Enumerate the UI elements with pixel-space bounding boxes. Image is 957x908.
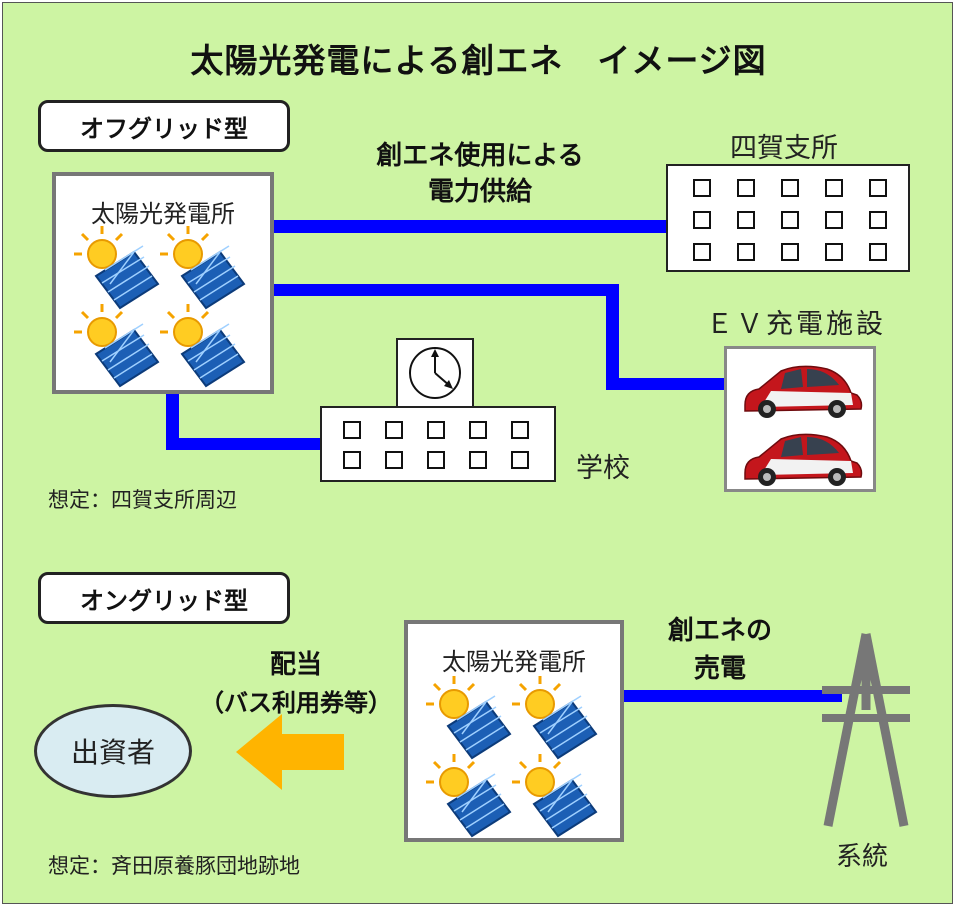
offgrid-tag: オフグリッド型 bbox=[38, 100, 290, 152]
school-windows bbox=[343, 421, 529, 469]
supply-label-line2: 電力供給 bbox=[427, 177, 532, 207]
ongrid-solar-panels-icon bbox=[424, 674, 598, 838]
clock-icon bbox=[409, 347, 461, 399]
ongrid-solar-plant: 太陽光発電所 bbox=[404, 620, 624, 842]
page-title: 太陽光発電による創エネ イメージ図 bbox=[190, 41, 767, 80]
ev-car-icons bbox=[744, 365, 863, 487]
wire-to-school-h bbox=[166, 438, 324, 450]
ongrid-tag: オングリッド型 bbox=[38, 572, 290, 624]
grid-label: 系統 bbox=[836, 842, 889, 872]
investor-label: 出資者 bbox=[70, 736, 155, 769]
dividend-arrow-icon bbox=[236, 714, 344, 790]
wire-to-grid bbox=[620, 690, 842, 702]
school-clock bbox=[396, 338, 474, 408]
wire-to-school-v bbox=[166, 384, 179, 450]
branch-windows bbox=[693, 179, 887, 261]
sell-label: 創エネの 売電 bbox=[650, 612, 790, 688]
wire-to-branch bbox=[268, 220, 670, 233]
offgrid-solar-plant: 太陽光発電所 bbox=[52, 172, 274, 394]
offgrid-plant-label: 太陽光発電所 bbox=[91, 200, 235, 228]
sell-line2: 売電 bbox=[693, 654, 746, 684]
school-label: 学校 bbox=[576, 453, 630, 484]
branch-office-building bbox=[666, 164, 910, 272]
ev-charging-facility bbox=[724, 346, 876, 492]
branch-label: 四賀支所 bbox=[730, 133, 838, 164]
investor-ellipse: 出資者 bbox=[34, 704, 192, 798]
dividend-line2: （バス利用券等） bbox=[200, 689, 392, 717]
ongrid-note: 想定：斉田原養豚団地跡地 bbox=[48, 854, 300, 878]
offgrid-solar-panels-icon bbox=[72, 224, 246, 388]
wire-to-ev-v bbox=[606, 284, 619, 390]
ev-label: ＥＶ充電施設 bbox=[706, 309, 886, 340]
transmission-tower-icon bbox=[822, 633, 910, 827]
dividend-line1: 配当 bbox=[269, 650, 322, 680]
wire-to-ev-h2 bbox=[606, 378, 730, 390]
offgrid-note: 想定：四賀支所周辺 bbox=[48, 488, 237, 512]
dividend-label: 配当 （バス利用券等） bbox=[176, 646, 416, 722]
school-building bbox=[320, 406, 556, 482]
wire-to-ev-h1 bbox=[268, 284, 618, 296]
sell-line1: 創エネの bbox=[667, 616, 772, 646]
supply-label-line1: 創エネ使用による bbox=[376, 141, 584, 171]
ongrid-plant-label: 太陽光発電所 bbox=[442, 648, 586, 676]
supply-label: 創エネ使用による 電力供給 bbox=[340, 138, 620, 210]
